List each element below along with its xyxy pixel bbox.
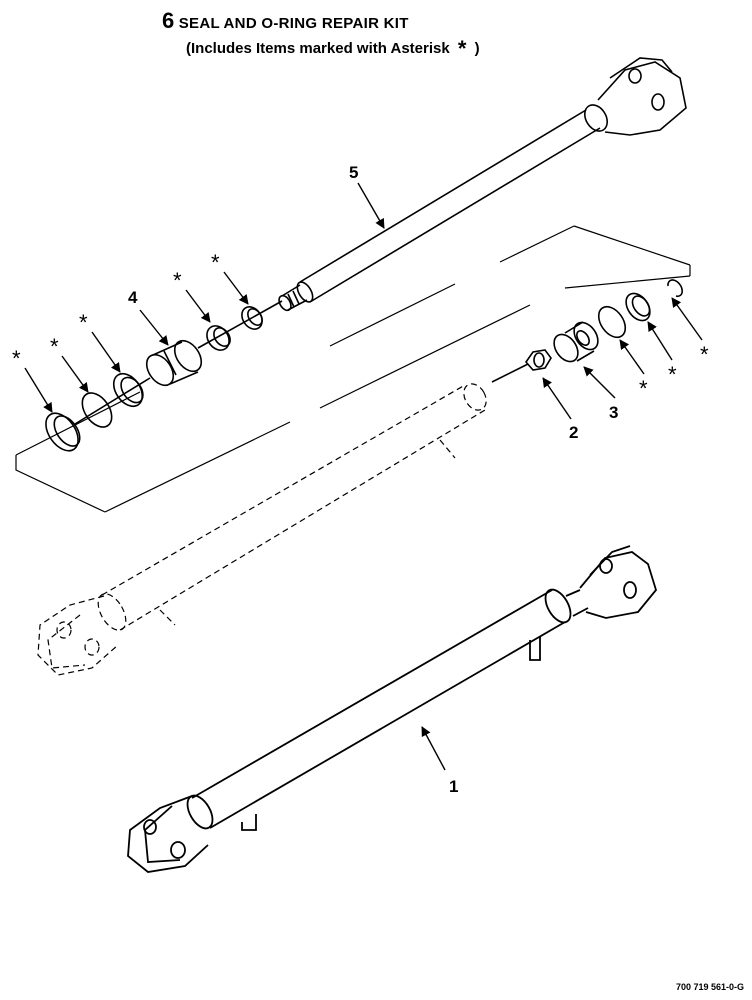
hydraulic-cylinder-assembly [127, 545, 658, 873]
figure-id: 700 719 561-0-G [675, 982, 744, 992]
asterisk-marker: * [50, 334, 59, 359]
asterisk-marker: * [12, 346, 21, 371]
asterisk-marker: * [79, 310, 88, 335]
kit-subtitle: (Includes Items marked with Asterisk * ) [186, 36, 480, 62]
exploded-plane [15, 225, 691, 513]
asterisk-marker: * [639, 376, 648, 401]
left-seal-stack [45, 300, 283, 452]
right-seal-stack [491, 279, 683, 383]
asterisk-marker: * [173, 268, 182, 293]
leader-arrows [24, 182, 703, 771]
asterisk-marker: * [668, 362, 677, 387]
callout-item-4: 4 [128, 288, 138, 307]
asterisk-marker: * [211, 250, 220, 275]
piston-rod [278, 57, 687, 312]
phantom-barrel [37, 383, 487, 676]
kit-title-line: 6 SEAL AND O-RING REPAIR KIT [162, 8, 480, 34]
kit-subtitle-close: ) [474, 40, 480, 57]
kit-header: 6 SEAL AND O-RING REPAIR KIT (Includes I… [162, 8, 480, 62]
kit-subtitle-text: (Includes Items marked with Asterisk [186, 40, 450, 57]
callout-item-5: 5 [349, 163, 358, 182]
callout-item-3: 3 [609, 403, 618, 422]
kit-subtitle-asterisk: * [457, 36, 467, 61]
asterisk-marker: * [700, 342, 709, 367]
kit-number: 6 [162, 8, 175, 33]
callout-item-2: 2 [569, 423, 578, 442]
kit-title: SEAL AND O-RING REPAIR KIT [178, 15, 409, 32]
callout-item-1: 1 [449, 777, 458, 796]
